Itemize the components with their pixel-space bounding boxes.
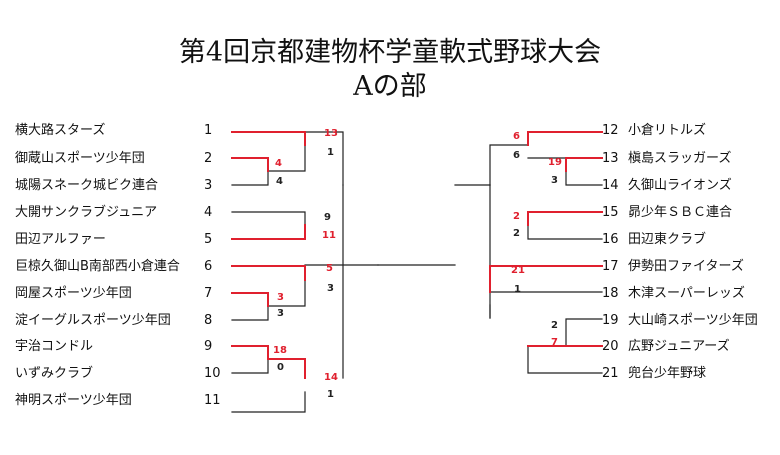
bracket-lines-losers	[231, 131, 603, 413]
bracket-line-8	[231, 305, 269, 321]
seed-number-20: 20	[602, 339, 619, 354]
seed-number-15: 15	[602, 205, 619, 220]
team-name-12: 小倉リトルズ	[628, 123, 707, 138]
team-name-20: 広野ジュニアーズ	[628, 339, 730, 354]
seed-number-6: 6	[204, 259, 213, 274]
seed-number-8: 8	[204, 313, 213, 328]
seed-number-1: 1	[204, 123, 213, 138]
seed-number-5: 5	[204, 232, 213, 247]
score-18: 1	[514, 284, 521, 295]
seed-number-16: 16	[602, 232, 619, 247]
bracket-line-21	[527, 345, 603, 374]
seed-number-9: 9	[204, 339, 213, 354]
team-name-11: 神明スポーツ少年団	[15, 393, 132, 408]
score-15: 2	[513, 211, 520, 222]
seed-number-14: 14	[602, 178, 619, 193]
score-5: 11	[322, 230, 336, 241]
team-name-14: 久御山ライオンズ	[628, 178, 732, 193]
bracket-line-7v8-winner-up	[267, 279, 306, 307]
score-3: 4	[276, 176, 283, 187]
seed-number-12: 12	[602, 123, 619, 138]
score-16: 2	[513, 228, 520, 239]
score-2v3-winner: 1	[327, 147, 334, 158]
bracket-line-lower-left-semi	[304, 264, 344, 379]
score-7: 3	[277, 292, 284, 303]
score-13: 19	[548, 157, 562, 168]
score-13v14-winner: 6	[513, 150, 520, 161]
division-subtitle: Aの部	[353, 71, 427, 102]
score-6: 5	[326, 263, 333, 274]
bracket-line-1	[231, 131, 306, 146]
team-name-5: 田辺アルファー	[15, 232, 106, 247]
team-name-21: 兜台少年野球	[628, 366, 707, 381]
tournament-title: 第4回京都建物杯学童軟式野球大会	[178, 37, 602, 68]
bracket-line-11	[231, 391, 306, 413]
bracket-lines-winners	[231, 131, 603, 379]
team-name-9: 宇治コンドル	[15, 339, 94, 354]
bracket-line-7	[231, 292, 269, 307]
score-17: 21	[511, 265, 525, 276]
score-4: 9	[324, 212, 331, 223]
seed-number-13: 13	[602, 151, 619, 166]
team-name-10: いずみクラブ	[15, 366, 94, 381]
seed-number-10: 10	[204, 366, 221, 381]
score-9v10-winner: 14	[324, 372, 338, 383]
bracket-line-16	[527, 224, 603, 240]
seed-number-3: 3	[204, 178, 213, 193]
bracket-line-2v3-winner-up	[267, 144, 306, 172]
team-name-1: 横大路スターズ	[15, 123, 106, 138]
bracket-line-13	[565, 157, 603, 172]
seed-number-17: 17	[602, 259, 619, 274]
score-20: 7	[551, 337, 558, 348]
score-2: 4	[275, 158, 282, 169]
score-12: 6	[513, 131, 520, 142]
team-name-7: 岡屋スポーツ少年団	[15, 286, 132, 301]
bracket-line-19	[527, 318, 603, 347]
team-name-4: 大開サンクラブジュニア	[15, 205, 158, 220]
seed-number-21: 21	[602, 366, 619, 381]
bracket-line-17	[489, 265, 603, 293]
bracket-line-12	[527, 131, 603, 146]
score-7v8-winner: 3	[327, 283, 334, 294]
score-1: 13	[324, 128, 338, 139]
team-name-3: 城陽スネーク城ビク連合	[15, 178, 159, 193]
seed-number-7: 7	[204, 286, 213, 301]
team-name-15: 昴少年ＳＢＣ連合	[628, 205, 733, 220]
seed-number-18: 18	[602, 286, 619, 301]
seed-number-19: 19	[602, 313, 619, 328]
seed-number-11: 11	[204, 393, 221, 408]
team-name-13: 槇島スラッガーズ	[628, 151, 732, 166]
team-name-17: 伊勢田ファイターズ	[628, 259, 744, 274]
bracket-line-5	[231, 224, 306, 240]
score-9: 18	[273, 345, 287, 356]
team-name-6: 巨椋久御山B南部西小倉連合	[15, 259, 180, 274]
score-8: 3	[277, 308, 284, 319]
bracket-line-9	[231, 345, 306, 379]
score-14: 3	[551, 175, 558, 186]
bracket-line-3	[231, 170, 269, 186]
bracket-line-4	[231, 211, 306, 226]
bracket-line-2	[231, 157, 269, 172]
score-10: 0	[277, 362, 284, 373]
bracket-line-10	[231, 358, 269, 374]
seed-number-2: 2	[204, 151, 213, 166]
bracket-line-15	[527, 211, 603, 226]
bracket-line-6	[231, 265, 306, 281]
score-19: 2	[551, 320, 558, 331]
bracket-line-upper-left-semi	[304, 131, 379, 266]
bracket-line-right-semi-top	[489, 144, 529, 186]
team-name-8: 淀イーグルスポーツ少年団	[15, 313, 171, 328]
team-name-19: 大山崎スポーツ少年団	[628, 313, 758, 328]
team-name-16: 田辺東クラブ	[628, 232, 707, 247]
score-11: 1	[327, 389, 334, 400]
team-name-18: 木津スーパーレッズ	[628, 286, 745, 301]
team-name-2: 御蔵山スポーツ少年団	[15, 151, 145, 166]
seed-number-4: 4	[204, 205, 213, 220]
